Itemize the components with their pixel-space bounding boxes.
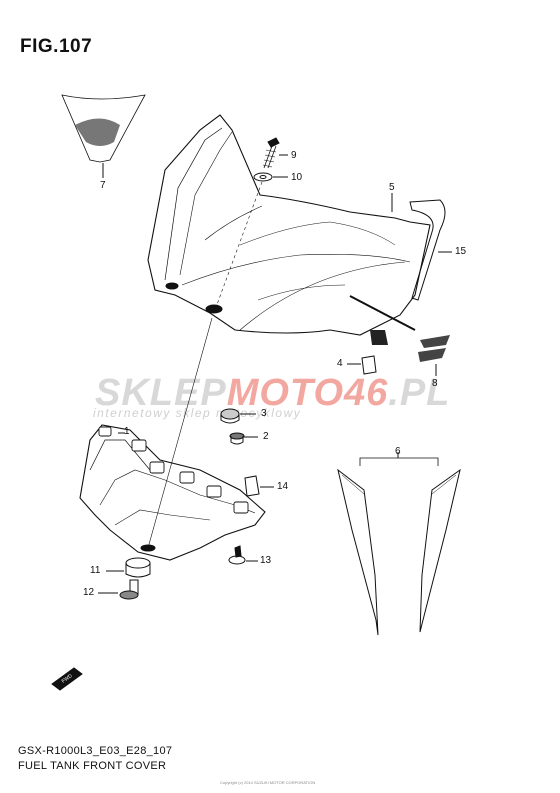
callout-11: 11 — [90, 565, 101, 576]
part-11-grommet — [106, 557, 151, 578]
callout-13: 13 — [260, 555, 272, 566]
part-8-emblem — [418, 335, 450, 376]
watermark-brand-grey: SKLEP — [95, 372, 227, 414]
fwd-arrow-icon — [51, 667, 83, 691]
callout-12: 12 — [83, 587, 95, 598]
watermark-brand-suffix: .PL — [388, 372, 451, 414]
part-15-trim — [409, 199, 452, 301]
figure-title: FIG.107 — [20, 36, 93, 57]
part-4-clip — [347, 355, 377, 375]
diagram-caption: FUEL TANK FRONT COVER — [18, 760, 167, 772]
watermark-brand: SKLEPMOTO46.PL — [95, 372, 450, 415]
part-9-bolt — [262, 137, 288, 169]
part-2-collar — [229, 432, 258, 445]
callout-4: 4 — [337, 358, 343, 369]
watermark-tagline: internetowy sklep motocyklowy — [93, 406, 302, 420]
part-1-bracket — [79, 424, 266, 561]
part-3-grommet — [220, 408, 256, 424]
watermark-brand-red: MOTO46 — [226, 372, 389, 414]
callout-2: 2 — [263, 431, 269, 442]
copyright-note: Copyright (c) 2014 SUZUKI MOTOR CORPORAT… — [220, 780, 316, 785]
callout-14: 14 — [277, 481, 289, 492]
diagram-code: GSX-R1000L3_E03_E28_107 — [18, 745, 173, 757]
callout-7: 7 — [100, 180, 106, 191]
callout-10: 10 — [291, 172, 303, 183]
fwd-label: FWD — [61, 673, 74, 685]
callout-3: 3 — [261, 408, 267, 419]
part-7-emblem — [61, 94, 146, 178]
part-10-washer — [253, 172, 288, 182]
callout-6: 6 — [395, 446, 401, 457]
callout-5: 5 — [389, 182, 395, 193]
part-12-collar — [98, 579, 139, 600]
callout-15: 15 — [455, 246, 467, 257]
part-6-tapes — [337, 452, 461, 636]
callout-1: 1 — [124, 426, 130, 437]
part-13-grommet — [228, 545, 258, 565]
part-5-front-cover — [147, 114, 431, 345]
part-14-clip — [244, 475, 274, 497]
callout-9: 9 — [291, 150, 297, 161]
callout-8: 8 — [432, 378, 438, 389]
